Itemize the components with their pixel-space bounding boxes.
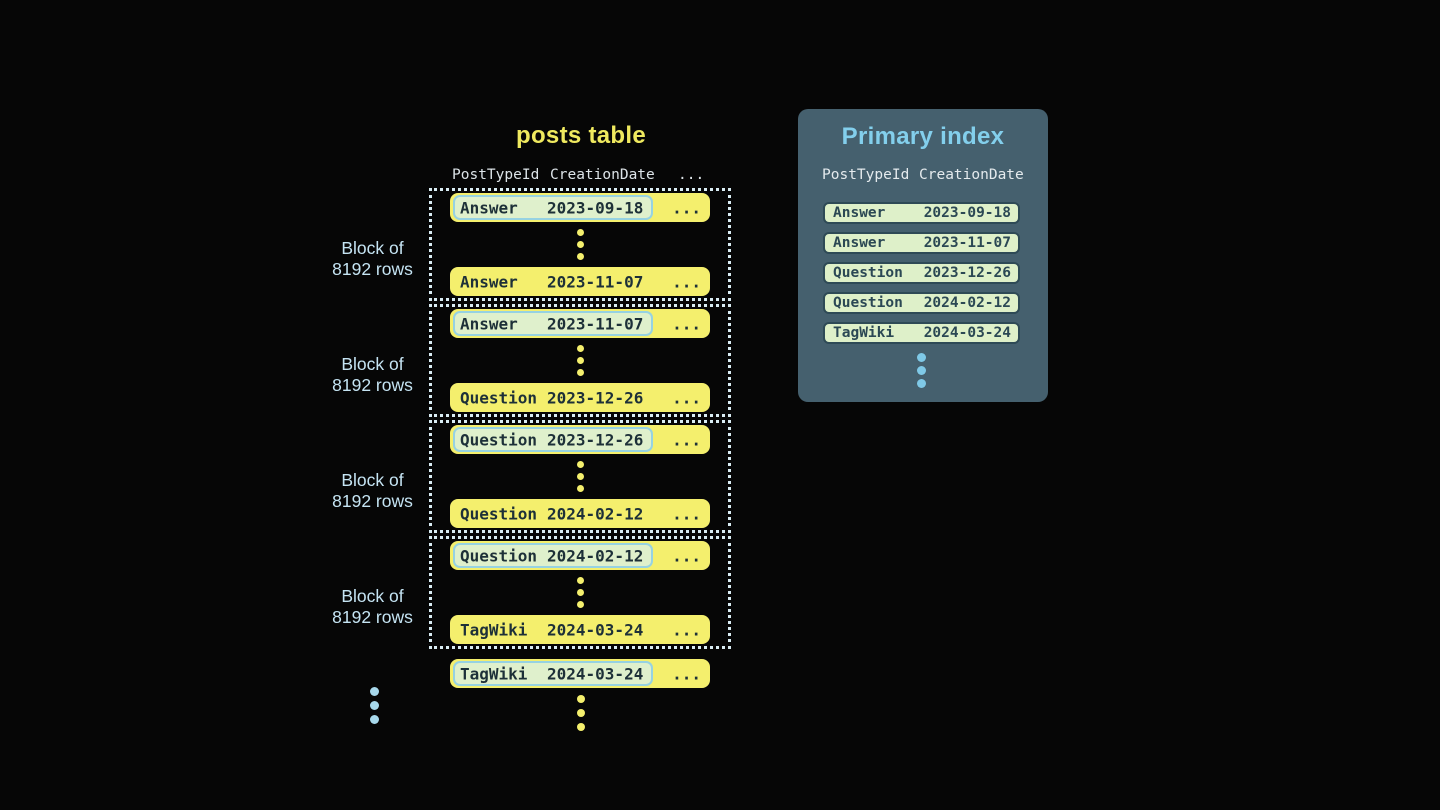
- row-block-1: Answer 2023-09-18 ... Answer 2023-11-07 …: [429, 188, 731, 301]
- creation-date-value: 2023-12-26: [547, 388, 644, 407]
- table-row: Question 2024-02-12 ...: [450, 541, 710, 570]
- block-label-line2: 8192 rows: [332, 259, 413, 279]
- block-label-line1: Block of: [341, 470, 404, 490]
- block-label-line1: Block of: [341, 238, 404, 258]
- posts-table-title: posts table: [516, 122, 646, 149]
- table-row: TagWiki 2024-03-24 ...: [450, 659, 710, 688]
- vertical-ellipsis-dots: [576, 577, 584, 608]
- block-label: Block of 8192 rows: [295, 586, 450, 628]
- index-row: TagWiki 2024-03-24: [823, 322, 1020, 344]
- index-key-highlight-cell: [453, 195, 653, 220]
- post-type-value: Answer: [460, 272, 518, 291]
- block-label-line2: 8192 rows: [332, 491, 413, 511]
- table-row: Answer 2023-11-07 ...: [450, 267, 710, 296]
- index-row: Question 2023-12-26: [823, 262, 1020, 284]
- table-row: Question 2023-12-26 ...: [450, 383, 710, 412]
- index-key-highlight-cell: [453, 427, 653, 452]
- vertical-ellipsis-dots: [577, 695, 585, 731]
- post-type-value: TagWiki: [833, 325, 895, 341]
- creation-date-value: 2024-02-12: [547, 546, 644, 565]
- post-type-value: Question: [460, 504, 538, 523]
- post-type-value: Answer: [460, 198, 518, 217]
- creation-date-value: 2023-09-18: [923, 205, 1011, 221]
- row-ellipsis: ...: [672, 430, 701, 449]
- posts-column-header-posttypeid: PostTypeId: [452, 167, 540, 183]
- index-key-highlight-cell: [453, 543, 653, 568]
- posts-column-header-ellipsis: ...: [678, 167, 705, 183]
- vertical-ellipsis-dots: [576, 461, 584, 492]
- index-row: Answer 2023-09-18: [823, 202, 1020, 224]
- creation-date-value: 2024-02-12: [547, 504, 644, 523]
- table-row: Question 2023-12-26 ...: [450, 425, 710, 454]
- post-type-value: Answer: [833, 235, 886, 251]
- vertical-ellipsis-dots: [576, 229, 584, 260]
- creation-date-value: 2023-12-26: [923, 265, 1011, 281]
- block-label-line2: 8192 rows: [332, 607, 413, 627]
- creation-date-value: 2023-11-07: [923, 235, 1011, 251]
- block-label-line1: Block of: [341, 586, 404, 606]
- creation-date-value: 2024-03-24: [923, 325, 1011, 341]
- block-label: Block of 8192 rows: [295, 354, 450, 396]
- creation-date-value: 2023-12-26: [547, 430, 644, 449]
- table-row: Answer 2023-09-18 ...: [450, 193, 710, 222]
- row-ellipsis: ...: [672, 620, 701, 639]
- primary-index-title: Primary index: [841, 123, 1005, 150]
- index-key-highlight-cell: [453, 311, 653, 336]
- row-block-3: Question 2023-12-26 ... Question 2024-02…: [429, 420, 731, 533]
- post-type-value: Question: [833, 265, 903, 281]
- row-block-2: Answer 2023-11-07 ... Question 2023-12-2…: [429, 304, 731, 417]
- index-row: Answer 2023-11-07: [823, 232, 1020, 254]
- block-label: Block of 8192 rows: [295, 470, 450, 512]
- row-ellipsis: ...: [672, 546, 701, 565]
- table-row: Question 2024-02-12 ...: [450, 499, 710, 528]
- row-ellipsis: ...: [672, 388, 701, 407]
- row-ellipsis: ...: [672, 504, 701, 523]
- post-type-value: TagWiki: [460, 664, 528, 683]
- table-row: TagWiki 2024-03-24 ...: [450, 615, 710, 644]
- primary-index-panel: Primary index PostTypeId CreationDate An…: [798, 109, 1048, 402]
- post-type-value: Question: [460, 430, 538, 449]
- row-ellipsis: ...: [672, 664, 701, 683]
- vertical-ellipsis-dots: [576, 345, 584, 376]
- vertical-ellipsis-dots: [370, 687, 379, 724]
- post-type-value: Answer: [833, 205, 886, 221]
- row-ellipsis: ...: [672, 272, 701, 291]
- post-type-value: TagWiki: [460, 620, 528, 639]
- index-key-highlight-cell: [453, 661, 653, 686]
- block-label-line2: 8192 rows: [332, 375, 413, 395]
- index-row: Question 2024-02-12: [823, 292, 1020, 314]
- posts-column-header-creationdate: CreationDate: [550, 167, 655, 183]
- row-ellipsis: ...: [672, 198, 701, 217]
- creation-date-value: 2023-11-07: [547, 314, 644, 333]
- post-type-value: Question: [460, 546, 538, 565]
- row-block-4: Question 2024-02-12 ... TagWiki 2024-03-…: [429, 536, 731, 649]
- block-label-line1: Block of: [341, 354, 404, 374]
- creation-date-value: 2023-11-07: [547, 272, 644, 291]
- index-column-header-creationdate: CreationDate: [919, 167, 1024, 183]
- post-type-value: Answer: [460, 314, 518, 333]
- vertical-ellipsis-dots: [917, 353, 926, 388]
- creation-date-value: 2023-09-18: [547, 198, 644, 217]
- index-column-header-posttypeid: PostTypeId: [822, 167, 910, 183]
- row-ellipsis: ...: [672, 314, 701, 333]
- post-type-value: Question: [460, 388, 538, 407]
- table-row: Answer 2023-11-07 ...: [450, 309, 710, 338]
- creation-date-value: 2024-03-24: [547, 664, 644, 683]
- block-label: Block of 8192 rows: [295, 238, 450, 280]
- post-type-value: Question: [833, 295, 903, 311]
- creation-date-value: 2024-02-12: [923, 295, 1011, 311]
- creation-date-value: 2024-03-24: [547, 620, 644, 639]
